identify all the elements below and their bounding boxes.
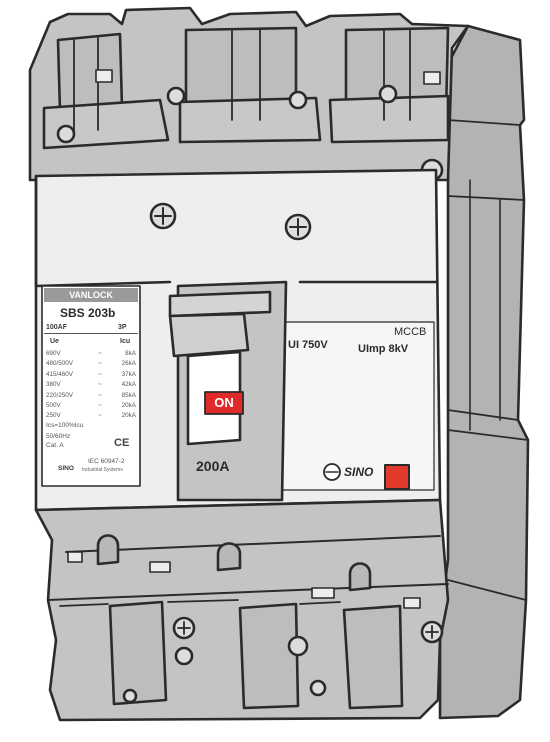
rating-icu: 42kA <box>121 381 136 389</box>
current-rating: 200A <box>196 458 230 474</box>
rating-separator: ~ <box>98 391 102 399</box>
rating-label-panel <box>41 285 141 487</box>
rating-ue: 220/250V <box>46 391 73 399</box>
rating-ue: 690V <box>46 350 61 357</box>
frame-rating: 100AF <box>46 324 68 331</box>
model-number: SBS 203b <box>60 306 116 320</box>
iec-standard: IEC 60947-2 <box>88 458 125 465</box>
rating-separator: ~ <box>98 381 102 389</box>
rating-icu: 8kA <box>125 350 136 357</box>
toggle-handle <box>168 312 250 358</box>
rating-ue: 250V <box>46 412 61 420</box>
rating-icu: 85kA <box>121 391 136 399</box>
on-button <box>204 391 244 415</box>
side-face <box>438 24 530 720</box>
rating-row: 250V ~20kA <box>46 411 138 421</box>
rating-ue: 380V <box>46 381 61 389</box>
rating-row: 415/460V ~37kA <box>46 370 138 380</box>
uimp-voltage: UImp 8kV <box>358 343 409 355</box>
rating-row: 380V ~42kA <box>46 380 138 390</box>
rating-separator: ~ <box>98 412 102 420</box>
rating-ue: 415/460V <box>46 370 73 378</box>
sino-small-text: SINO <box>58 465 74 472</box>
rating-row: 690V ~8kA <box>46 349 138 359</box>
rating-table: 690V ~8kA 480/500V ~26kA 415/460V ~37kA 380V ~4… <box>46 349 138 422</box>
frequency-text: 50/60Hz <box>46 433 71 440</box>
ce-mark: CE <box>114 437 130 449</box>
rating-row: 500V ~20kA <box>46 401 138 411</box>
rating-icu: 37kA <box>121 370 136 378</box>
rating-row: 480/500V ~26kA <box>46 359 138 369</box>
rating-separator: ~ <box>98 370 102 378</box>
category-text: Cat. A <box>46 442 64 449</box>
icu-header: Icu <box>120 338 131 345</box>
trip-button <box>384 464 410 490</box>
rating-icu: 26kA <box>121 360 136 368</box>
rating-separator: ~ <box>98 350 102 357</box>
rating-separator: ~ <box>98 360 102 368</box>
ue-header: Ue <box>50 338 59 345</box>
rating-ue: 480/500V <box>46 360 73 368</box>
rating-icu: 20kA <box>121 401 136 409</box>
brand-logo: VANLOCK <box>44 288 138 302</box>
ics-footnote: Ics=100%Icu <box>46 422 84 429</box>
on-indicator[interactable]: ON <box>214 395 234 410</box>
sino-logo: SINO <box>344 465 374 479</box>
pole-count: 3P <box>118 324 127 331</box>
rating-ue: 500V <box>46 401 61 409</box>
rating-icu: 20kA <box>121 412 136 420</box>
ui-voltage: UI 750V <box>288 339 328 351</box>
label-divider <box>44 333 138 334</box>
mccb-type: MCCB <box>394 326 427 338</box>
industrial-systems-text: Industrial Systems <box>82 467 123 473</box>
rating-row: 220/250V ~85kA <box>46 391 138 401</box>
rating-separator: ~ <box>98 401 102 409</box>
